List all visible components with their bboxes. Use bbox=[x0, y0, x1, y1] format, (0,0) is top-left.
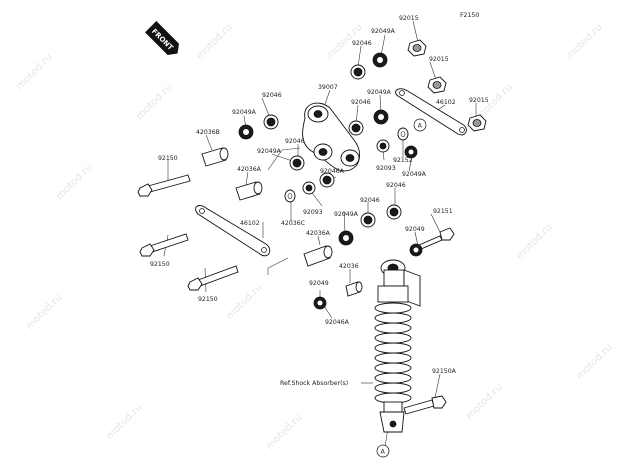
part-label: 92046A bbox=[325, 319, 350, 326]
collar-42036C bbox=[284, 189, 296, 203]
oil-seal-92093-left bbox=[302, 181, 316, 195]
part-label: 92049A bbox=[232, 109, 257, 116]
part-label: 92150 bbox=[150, 261, 170, 268]
nut-92015-mid bbox=[427, 76, 447, 94]
part-label: 46102 bbox=[436, 99, 456, 106]
part-label: 92152 bbox=[393, 157, 413, 164]
part-label: 92046A bbox=[320, 168, 345, 175]
bearing-92046-right bbox=[386, 204, 402, 220]
tie-rod-46102-lower bbox=[195, 205, 271, 257]
seal-92049A-mid bbox=[373, 109, 389, 125]
seal-92049-upper bbox=[409, 243, 423, 257]
part-label: 92015 bbox=[429, 56, 449, 63]
bolt-92150-lower bbox=[187, 265, 239, 291]
callout-a-label: A bbox=[418, 123, 423, 130]
collar-42036 bbox=[345, 281, 363, 297]
part-label: 92151 bbox=[433, 208, 453, 215]
watermark-text: motod.ru bbox=[264, 412, 304, 452]
part-label: 42036A bbox=[306, 230, 331, 237]
bolt-92150A bbox=[403, 395, 447, 415]
bearing-92046-center bbox=[289, 155, 305, 171]
part-label: 42036 bbox=[339, 263, 359, 270]
part-label: 92046 bbox=[352, 40, 372, 47]
figure-code: F2150 bbox=[460, 12, 479, 19]
bearing-92046-left bbox=[263, 114, 279, 130]
bearing-92046-mid bbox=[348, 120, 364, 136]
watermark-text: motod.ru bbox=[224, 282, 264, 322]
part-label: 46102 bbox=[240, 220, 260, 227]
part-label: 92046 bbox=[386, 182, 406, 189]
watermark-text: motod.ru bbox=[54, 162, 94, 202]
seal-92049-lower bbox=[313, 296, 327, 310]
part-label: 92015 bbox=[399, 15, 419, 22]
part-label: 92049A bbox=[402, 171, 427, 178]
part-label: 92046 bbox=[285, 138, 305, 145]
shock-reference-label: Ref.Shock Absorber(s) bbox=[280, 380, 348, 387]
part-label: 92150 bbox=[198, 296, 218, 303]
part-label: 92093 bbox=[303, 209, 323, 216]
seal-92049A-right bbox=[404, 145, 418, 159]
watermark-text: motod.ru bbox=[24, 292, 64, 332]
nut-92015-right bbox=[467, 114, 487, 132]
watermark-text: motod.ru bbox=[464, 382, 504, 422]
watermark-text: motod.ru bbox=[514, 222, 554, 262]
part-label: 92049 bbox=[405, 226, 425, 233]
part-label: 92015 bbox=[469, 97, 489, 104]
callout-a-bottom: A bbox=[376, 444, 390, 458]
shock-absorber bbox=[374, 259, 421, 433]
part-label: 42036A bbox=[237, 166, 262, 173]
collar-42036A-top bbox=[235, 181, 263, 201]
seal-92049A-lower bbox=[338, 230, 354, 246]
part-label: 92046 bbox=[360, 197, 380, 204]
bolt-92150-middle bbox=[139, 233, 189, 257]
part-label: 92150A bbox=[432, 368, 457, 375]
watermark-text: motod.ru bbox=[194, 22, 234, 62]
bearing-92046A-mid bbox=[319, 172, 335, 188]
bearing-92046-top bbox=[350, 64, 366, 80]
collar-92152 bbox=[397, 127, 409, 141]
part-label: 92049 bbox=[309, 280, 329, 287]
callout-a-label: A bbox=[381, 449, 386, 456]
part-label: 92049A bbox=[334, 211, 359, 218]
bolt-92150-top bbox=[137, 174, 191, 197]
seal-92049A-left bbox=[238, 124, 254, 140]
watermark-layer: motod.ru motod.ru motod.ru motod.ru moto… bbox=[14, 22, 614, 452]
seal-92049A-top bbox=[372, 52, 388, 68]
part-label: 92049A bbox=[257, 148, 282, 155]
part-label: 92049A bbox=[367, 89, 392, 96]
part-label: 92150 bbox=[158, 155, 178, 162]
collar-42036B bbox=[201, 147, 229, 167]
shock-spring bbox=[374, 302, 412, 404]
watermark-text: motod.ru bbox=[104, 402, 144, 442]
nut-92015-top bbox=[407, 39, 427, 57]
part-label: 92049A bbox=[371, 28, 396, 35]
watermark-text: motod.ru bbox=[14, 52, 54, 92]
part-label: 92046 bbox=[262, 92, 282, 99]
part-label: 42036B bbox=[196, 129, 220, 136]
bearing-92046-lower bbox=[360, 212, 376, 228]
collar-42036A-lower bbox=[303, 245, 333, 267]
watermark-text: motod.ru bbox=[564, 22, 604, 62]
part-label: 39007 bbox=[318, 84, 338, 91]
part-labels: 92015 92049A 92046 92015 39007 92049A 46… bbox=[150, 15, 489, 387]
front-arrow-icon bbox=[145, 21, 179, 55]
part-label: 92046 bbox=[351, 99, 371, 106]
watermark-text: motod.ru bbox=[574, 342, 614, 382]
front-direction-badge: FRONT bbox=[145, 21, 179, 55]
tie-rod-46102-upper bbox=[395, 88, 467, 136]
callout-a-top: A bbox=[413, 118, 427, 132]
part-label: 42036C bbox=[281, 220, 305, 227]
oil-seal-92093-right bbox=[376, 139, 390, 153]
rocker-arm-39007 bbox=[302, 102, 360, 172]
watermark-text: motod.ru bbox=[134, 82, 174, 122]
part-label: 92093 bbox=[376, 165, 396, 172]
parts: A bbox=[137, 39, 487, 458]
